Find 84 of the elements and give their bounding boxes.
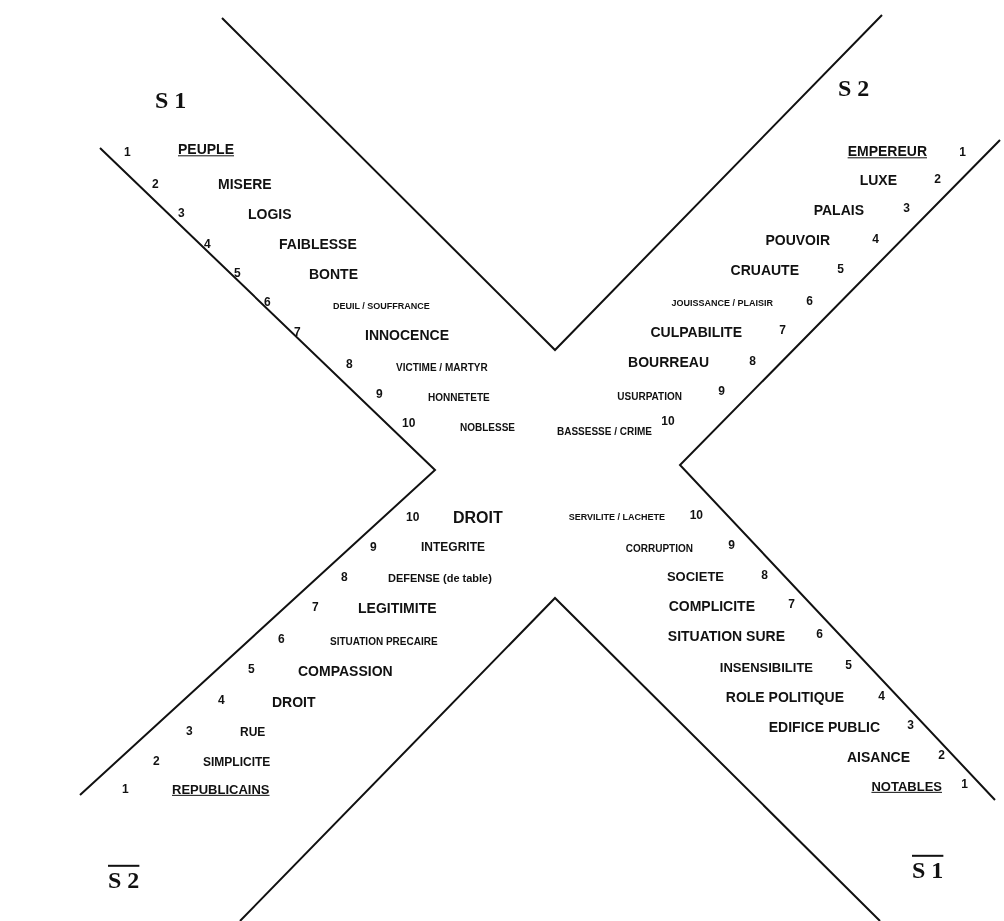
item-number: 6 bbox=[264, 296, 271, 310]
term-label: CORRUPTION bbox=[625, 542, 693, 554]
term-label: LEGITIMITE bbox=[358, 601, 437, 617]
item-number: 7 bbox=[788, 598, 795, 612]
term-label: SIMPLICITE bbox=[203, 756, 271, 770]
term-label: INNOCENCE bbox=[365, 328, 449, 344]
term-label: INTEGRITE bbox=[421, 541, 485, 555]
term-label: COMPLICITE bbox=[668, 599, 755, 615]
term-label: LUXE bbox=[859, 173, 897, 189]
term-label: EDIFICE PUBLIC bbox=[768, 720, 880, 736]
item-number: 10 bbox=[689, 509, 703, 523]
item-number: 1 bbox=[122, 783, 129, 797]
term-label: HONNETETE bbox=[428, 391, 490, 403]
item-number: 1 bbox=[959, 146, 966, 160]
term-label: NOTABLES bbox=[871, 779, 942, 795]
square-pole-label: S 2 bbox=[108, 866, 140, 894]
item-number: 3 bbox=[903, 202, 910, 216]
item-number: 4 bbox=[878, 690, 885, 704]
item-number: 4 bbox=[872, 233, 879, 247]
term-label: AISANCE bbox=[847, 750, 910, 766]
item-number: 2 bbox=[934, 173, 941, 187]
item-number: 10 bbox=[402, 417, 416, 431]
item-number: 6 bbox=[278, 633, 285, 647]
term-label: COMPASSION bbox=[298, 664, 393, 680]
item-number: 3 bbox=[178, 207, 185, 221]
item-number: 8 bbox=[346, 358, 353, 372]
item-number: 10 bbox=[660, 415, 676, 429]
term-label: DROIT bbox=[272, 695, 316, 711]
square-pole-label: S 2 bbox=[838, 74, 870, 102]
square-pole-label: S 1 bbox=[912, 856, 944, 884]
item-number: 5 bbox=[248, 663, 255, 677]
item-number: 7 bbox=[779, 324, 786, 338]
item-number: 1 bbox=[961, 778, 968, 792]
item-number: 9 bbox=[376, 388, 383, 402]
square-pole-label: S 1 bbox=[155, 86, 187, 114]
item-number: 5 bbox=[837, 263, 844, 277]
item-number: 5 bbox=[845, 659, 852, 673]
item-number: 2 bbox=[152, 178, 159, 192]
item-number: 9 bbox=[728, 539, 735, 553]
item-number: 4 bbox=[204, 238, 211, 252]
term-label: BONTE bbox=[309, 267, 358, 283]
term-label: CRUAUTE bbox=[730, 263, 799, 279]
item-number: 9 bbox=[370, 541, 377, 555]
item-number: 7 bbox=[294, 326, 301, 340]
item-number: 6 bbox=[806, 295, 813, 309]
term-label: PEUPLE bbox=[178, 142, 234, 158]
item-number: 5 bbox=[234, 267, 241, 281]
item-number: 2 bbox=[938, 749, 945, 763]
item-number: 7 bbox=[312, 601, 319, 615]
term-label: FAIBLESSE bbox=[279, 237, 357, 253]
item-number: 1 bbox=[124, 146, 131, 160]
term-label: EMPEREUR bbox=[847, 144, 927, 160]
item-number: 3 bbox=[907, 719, 914, 733]
term-label: BOURREAU bbox=[628, 355, 709, 371]
term-label: VICTIME / MARTYR bbox=[396, 361, 488, 373]
term-label: SITUATION SURE bbox=[667, 629, 785, 645]
term-label: LOGIS bbox=[248, 207, 292, 223]
term-label: BASSESSE / CRIME bbox=[556, 425, 652, 437]
item-number: 3 bbox=[186, 725, 193, 739]
term-label: CULPABILITE bbox=[650, 325, 742, 341]
item-number: 8 bbox=[761, 569, 768, 583]
term-label: USURPATION bbox=[617, 390, 682, 402]
term-label: DROIT bbox=[453, 509, 503, 527]
term-label: INSENSIBILITE bbox=[719, 660, 813, 676]
term-label: SITUATION PRECAIRE bbox=[330, 635, 438, 647]
item-number: 8 bbox=[341, 571, 348, 585]
term-label: NOBLESSE bbox=[460, 421, 515, 433]
item-number: 4 bbox=[218, 694, 225, 708]
term-label: ROLE POLITIQUE bbox=[725, 690, 844, 706]
item-number: 6 bbox=[816, 628, 823, 642]
term-label: RUE bbox=[240, 726, 266, 740]
term-label: DEUIL / SOUFFRANCE bbox=[333, 302, 430, 312]
item-number: 10 bbox=[406, 511, 420, 525]
term-label: SOCIETE bbox=[666, 569, 724, 585]
term-label: PALAIS bbox=[813, 203, 864, 219]
term-label: DEFENSE (de table) bbox=[388, 571, 492, 585]
item-number: 9 bbox=[718, 385, 725, 399]
item-number: 8 bbox=[749, 355, 756, 369]
term-label: POUVOIR bbox=[765, 233, 830, 249]
term-label: JOUISSANCE / PLAISIR bbox=[671, 299, 773, 309]
term-label: MISERE bbox=[218, 177, 272, 193]
term-label: SERVILITE / LACHETE bbox=[568, 513, 665, 523]
term-label: REPUBLICAINS bbox=[172, 782, 270, 798]
item-number: 2 bbox=[153, 755, 160, 769]
